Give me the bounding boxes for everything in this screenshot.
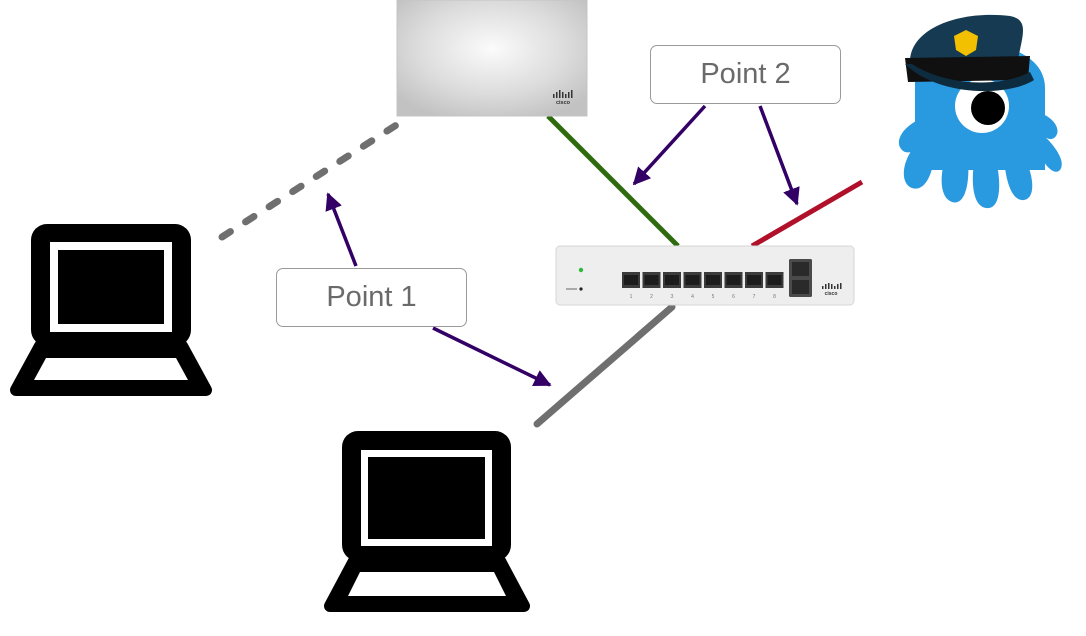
cisco-logo-icon: cisco bbox=[553, 90, 573, 106]
cisco-label: cisco bbox=[556, 100, 571, 106]
switch-port-jack bbox=[665, 275, 679, 285]
ap-to-switch-link bbox=[546, 114, 680, 248]
switch-port-jack bbox=[747, 275, 761, 285]
laptop-icon bbox=[324, 431, 530, 612]
switch-port-numbers: 1 2 3 4 5 6 7 8 bbox=[630, 294, 777, 300]
callout-point-1-label: Point 1 bbox=[326, 281, 417, 313]
arrow-point1-to-wired bbox=[432, 326, 552, 387]
switch-port-jack bbox=[706, 275, 720, 285]
laptop-icon bbox=[10, 224, 212, 396]
callout-point-2: Point 2 bbox=[650, 45, 841, 104]
switch-port-jack bbox=[685, 275, 700, 285]
switch-port-number: 3 bbox=[671, 294, 674, 300]
sfp-module-icon bbox=[789, 259, 812, 297]
callout-point-2-label: Point 2 bbox=[700, 58, 791, 90]
switch-ports bbox=[622, 272, 784, 288]
arrow-point1-to-wireless bbox=[325, 192, 358, 267]
octopus-police-icon bbox=[898, 14, 1062, 209]
network-switch-icon: 1 2 3 4 5 6 7 8 cisco bbox=[555, 245, 855, 306]
switch-to-laptop-link bbox=[533, 303, 676, 428]
switch-port-number: 6 bbox=[732, 294, 735, 300]
arrow-point2-to-ap-link bbox=[632, 104, 707, 186]
switch-port-number: 1 bbox=[630, 294, 633, 300]
switch-port-jack bbox=[767, 275, 782, 285]
switch-port-number: 4 bbox=[691, 294, 694, 300]
switch-port-jack bbox=[644, 275, 659, 285]
switch-port-number: 7 bbox=[753, 294, 756, 300]
cisco-logo-icon: cisco bbox=[822, 283, 842, 297]
callout-point-1: Point 1 bbox=[276, 268, 467, 327]
switch-port-number: 8 bbox=[773, 294, 776, 300]
switch-port-jack bbox=[726, 275, 741, 285]
cisco-label: cisco bbox=[825, 291, 838, 297]
switch-to-attacker-link bbox=[750, 179, 864, 249]
police-cap-icon bbox=[905, 14, 1034, 92]
switch-port-number: 5 bbox=[712, 294, 715, 300]
arrow-point2-to-attacker-link bbox=[758, 105, 800, 206]
wireless-link-dashed bbox=[218, 120, 402, 241]
reset-button-icon bbox=[579, 287, 583, 291]
police-badge-icon bbox=[954, 30, 978, 56]
switch-port-number: 2 bbox=[650, 294, 653, 300]
wireless-access-point-icon: cisco bbox=[396, 0, 588, 117]
switch-port-jack bbox=[624, 275, 638, 285]
status-led-icon bbox=[578, 267, 584, 273]
